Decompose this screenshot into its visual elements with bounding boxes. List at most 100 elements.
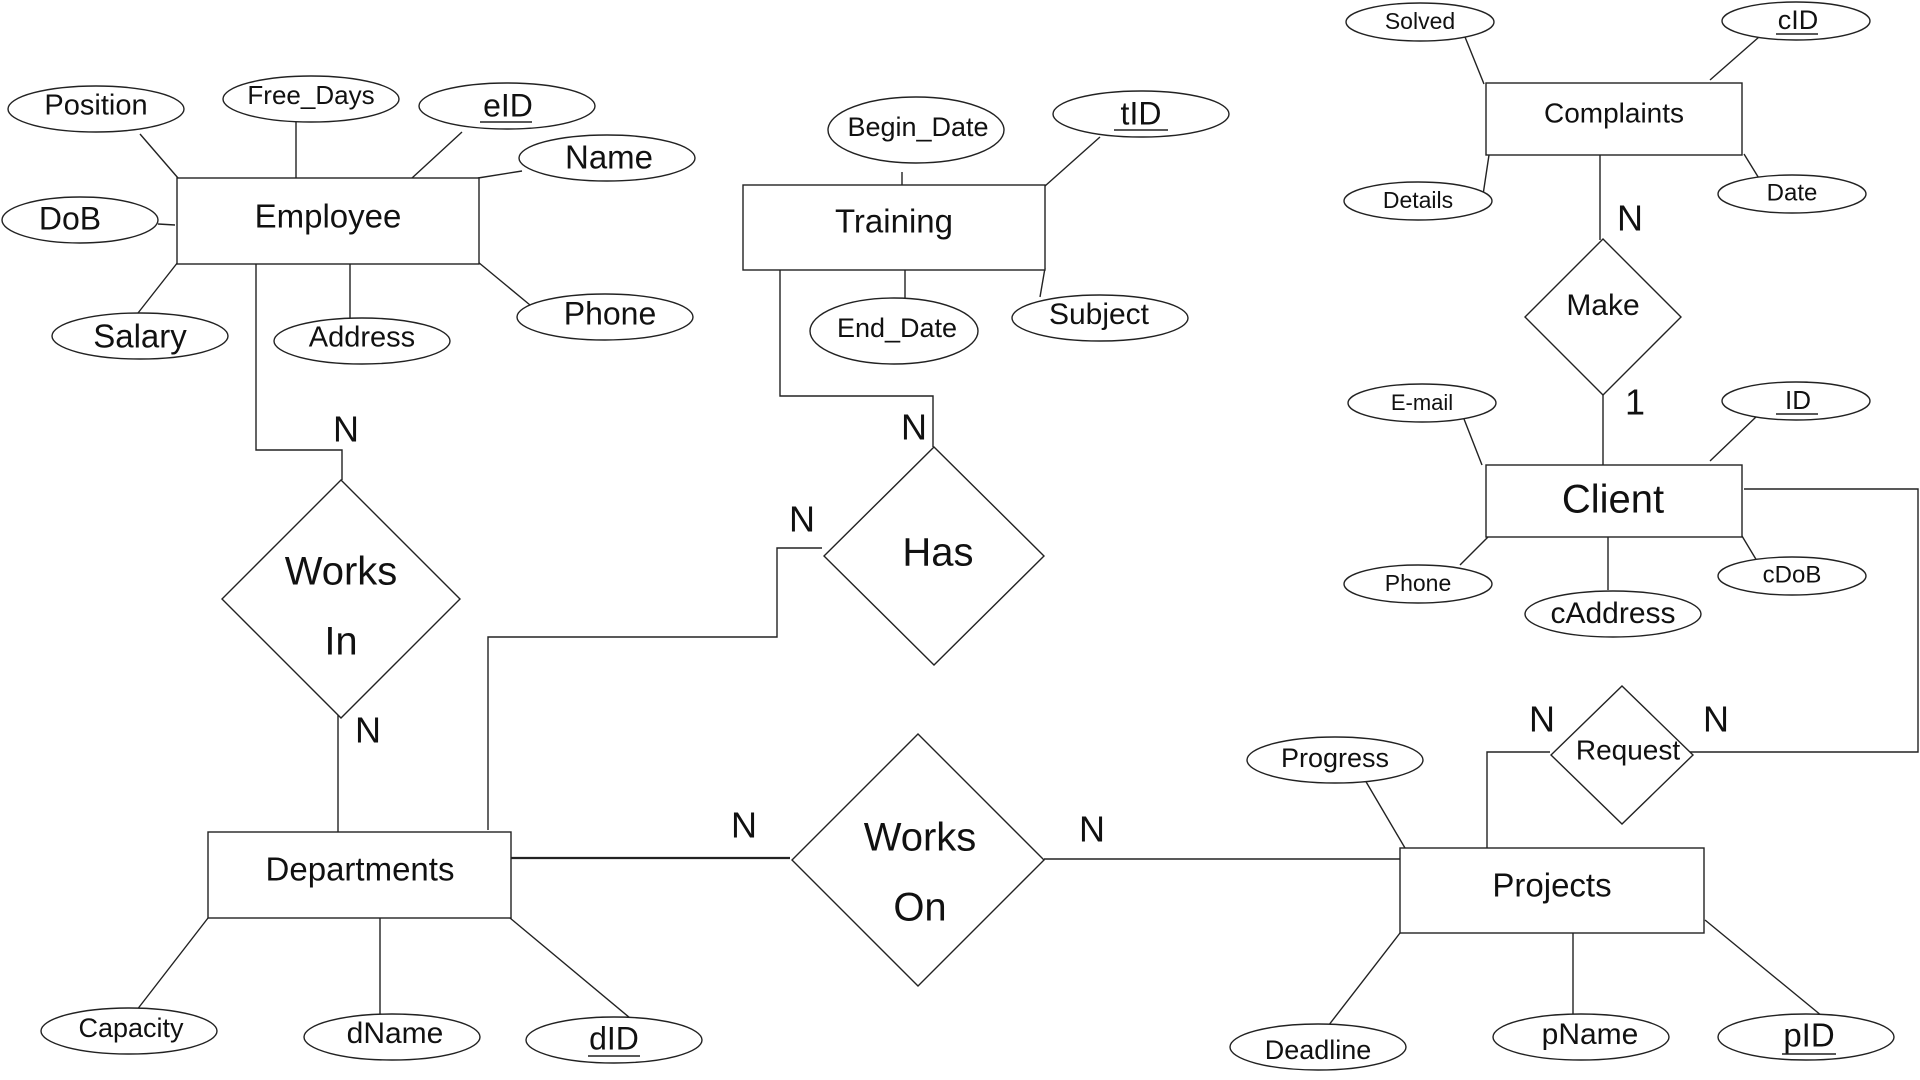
cardinality-works-in-departments: N — [355, 710, 381, 751]
connector-line — [137, 261, 179, 314]
attribute-end-date[interactable]: End_Date — [809, 297, 979, 365]
attribute-position[interactable]: Position — [7, 85, 185, 133]
attribute-ellipse — [303, 1013, 481, 1061]
attribute-progress[interactable]: Progress — [1246, 736, 1424, 784]
attribute-begin-date[interactable]: Begin_Date — [827, 96, 1005, 164]
attribute-label: Phone — [1385, 570, 1452, 596]
attribute-ellipse — [525, 1016, 703, 1064]
attribute-ellipse — [418, 82, 596, 130]
attribute-label: Solved — [1385, 8, 1455, 34]
cardinality-works-on-projects: N — [1079, 809, 1105, 850]
attribute-label: Name — [565, 139, 653, 176]
attribute-solved[interactable]: Solved — [1345, 2, 1495, 42]
attribute-email[interactable]: E-mail — [1347, 383, 1497, 423]
entity-complaints-label: Complaints — [1544, 97, 1684, 128]
attribute-date[interactable]: Date — [1717, 174, 1867, 214]
attribute-label: Details — [1383, 187, 1453, 213]
attribute-label: cID — [1778, 5, 1819, 35]
entity-client[interactable]: Client — [1485, 464, 1743, 538]
attribute-ellipse — [1721, 1, 1871, 41]
cardinality-labels: N N N N N 1 N N N N — [333, 198, 1729, 850]
attribute-label: Capacity — [78, 1013, 184, 1043]
cardinality-projects-request: N — [1529, 699, 1555, 740]
attribute-ellipse — [1011, 294, 1189, 342]
relationship-make[interactable]: Make — [1524, 238, 1682, 396]
attribute-tid[interactable]: tID — [1052, 90, 1230, 138]
entity-departments[interactable]: Departments — [207, 831, 512, 919]
attribute-did[interactable]: dID — [525, 1016, 703, 1064]
entity-training[interactable]: Training — [742, 184, 1046, 271]
relationship-works-on-label-line1: Works — [864, 816, 977, 860]
attribute-label: Salary — [93, 318, 187, 355]
cardinality-complaints-make: N — [1617, 198, 1643, 239]
attribute-deadline[interactable]: Deadline — [1229, 1023, 1407, 1071]
attribute-pname[interactable]: pName — [1492, 1013, 1670, 1061]
entity-projects[interactable]: Projects — [1399, 847, 1705, 934]
cardinality-departments-has: N — [789, 499, 815, 540]
relationship-make-diamond — [1524, 238, 1682, 396]
entity-client-box — [1485, 464, 1743, 538]
attribute-label: Begin_Date — [847, 112, 988, 142]
attribute-label: Free_Days — [247, 80, 374, 110]
entity-projects-label: Projects — [1492, 867, 1611, 904]
entity-employee-box — [176, 177, 480, 265]
attribute-eid[interactable]: eID — [418, 82, 596, 130]
entity-training-box — [742, 184, 1046, 271]
relationship-make-label: Make — [1566, 289, 1639, 322]
connector-line — [1709, 36, 1760, 81]
attribute-ellipse — [51, 312, 229, 360]
cardinality-client-request: N — [1703, 699, 1729, 740]
attribute-name[interactable]: Name — [518, 134, 696, 182]
relationship-has[interactable]: Has — [823, 446, 1045, 666]
entity-client-label: Client — [1562, 478, 1664, 522]
relationship-request[interactable]: Request — [1549, 685, 1695, 825]
attribute-phone[interactable]: Phone — [516, 293, 694, 341]
attribute-subject[interactable]: Subject — [1011, 294, 1189, 342]
attribute-capacity[interactable]: Capacity — [40, 1007, 218, 1055]
attribute-details[interactable]: Details — [1343, 181, 1493, 221]
attribute-label: cDoB — [1763, 561, 1822, 588]
attribute-caddress[interactable]: cAddress — [1524, 590, 1702, 638]
attribute-ellipse — [1, 196, 159, 244]
attribute-label: pID — [1783, 1017, 1834, 1054]
connector-training-has — [779, 270, 934, 447]
entity-departments-label: Departments — [266, 851, 455, 888]
relationship-works-on[interactable]: Works On — [791, 733, 1045, 987]
relationship-has-label: Has — [902, 531, 973, 575]
connector-line — [1324, 932, 1401, 1031]
cardinality-training-has: N — [901, 407, 927, 448]
entity-complaints[interactable]: Complaints — [1485, 82, 1743, 156]
attribute-ellipse — [1347, 383, 1497, 423]
attribute-ellipse — [1246, 736, 1424, 784]
cardinality-departments-works-on: N — [731, 805, 757, 846]
connector-line — [139, 133, 179, 179]
attribute-ellipse — [7, 85, 185, 133]
attribute-ellipse — [518, 134, 696, 182]
attribute-ellipse — [222, 75, 400, 123]
attribute-salary[interactable]: Salary — [51, 312, 229, 360]
connector-line — [411, 131, 463, 179]
attribute-label: Address — [309, 322, 415, 354]
attribute-dob[interactable]: DoB — [1, 196, 159, 244]
attribute-cdob[interactable]: cDoB — [1717, 556, 1867, 596]
connector-line — [1463, 418, 1483, 466]
attribute-pid[interactable]: pID — [1717, 1013, 1895, 1061]
attribute-label: pName — [1542, 1018, 1639, 1051]
relationship-works-in-diamond — [221, 479, 461, 719]
attribute-ellipse — [1524, 590, 1702, 638]
attribute-label: dName — [347, 1017, 444, 1050]
attribute-label: cAddress — [1550, 597, 1675, 630]
attribute-address[interactable]: Address — [273, 317, 451, 365]
attribute-dname[interactable]: dName — [303, 1013, 481, 1061]
entity-employee[interactable]: Employee — [176, 177, 480, 265]
attribute-id[interactable]: ID — [1721, 381, 1871, 421]
relationship-works-in[interactable]: Works In — [221, 479, 461, 719]
attribute-free-days[interactable]: Free_Days — [222, 75, 400, 123]
attribute-cid[interactable]: cID — [1721, 1, 1871, 41]
attribute-ellipse — [1052, 90, 1230, 138]
attribute-ellipse — [1229, 1023, 1407, 1071]
attribute-client-phone[interactable]: Phone — [1343, 564, 1493, 604]
attribute-label: tID — [1121, 95, 1162, 131]
connector-departments-has — [487, 547, 822, 830]
connector-line — [509, 917, 631, 1019]
